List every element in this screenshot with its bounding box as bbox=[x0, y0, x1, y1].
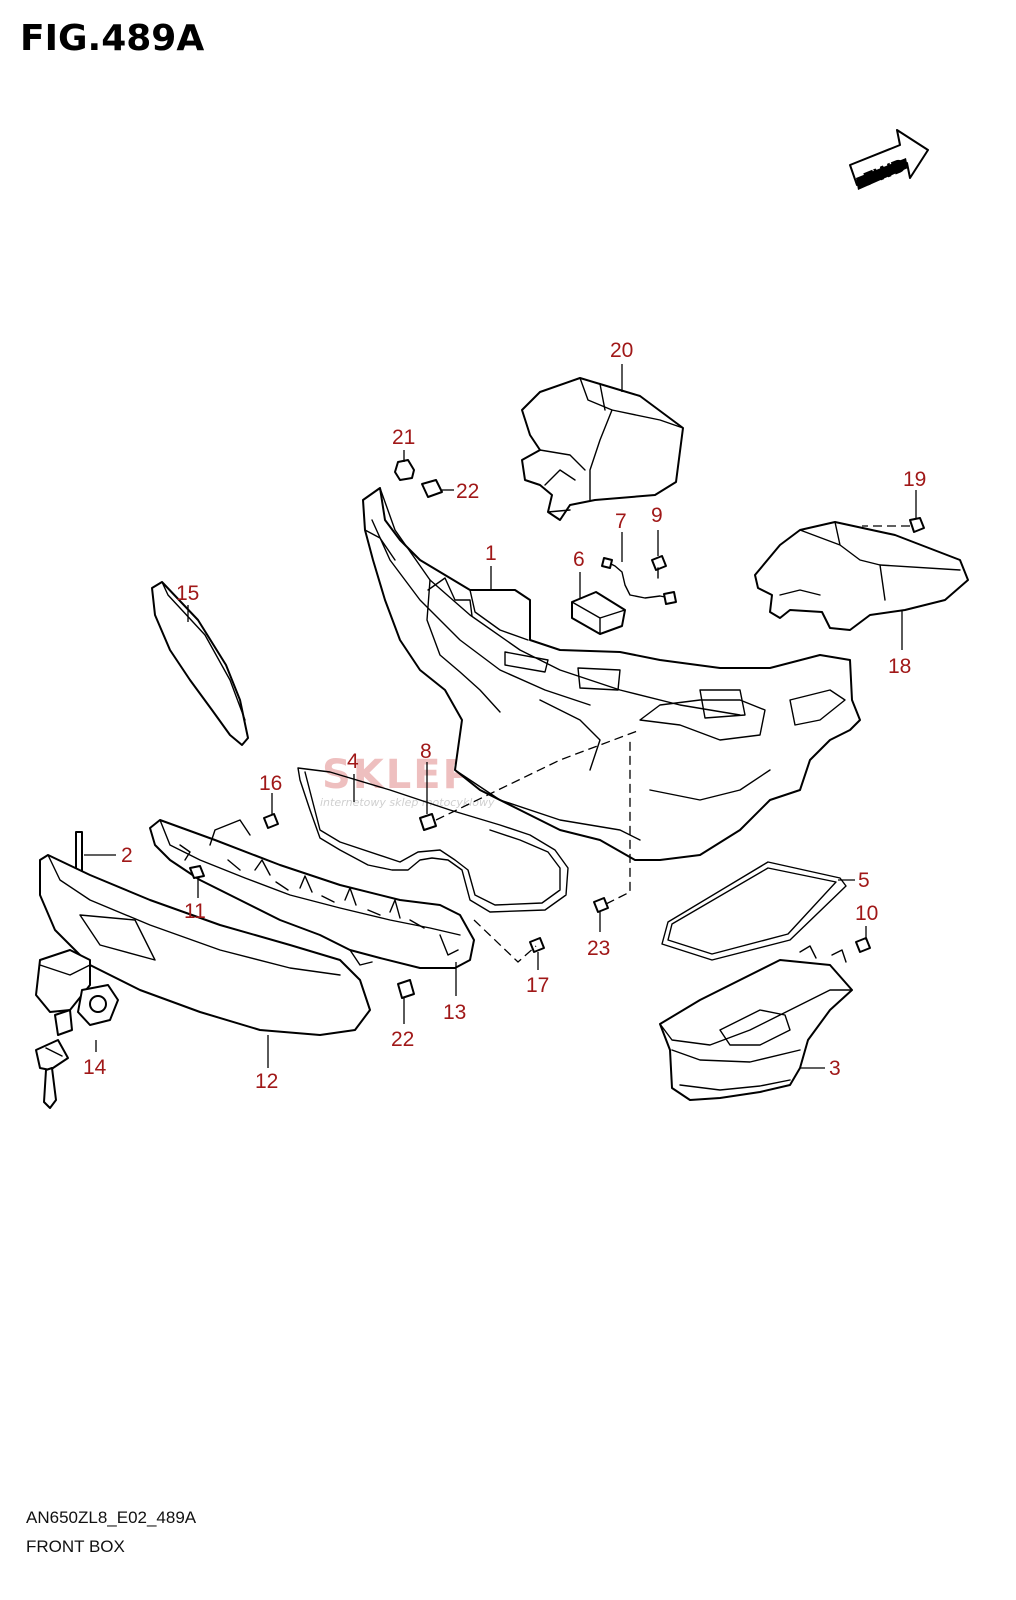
callout-23: 23 bbox=[587, 937, 610, 960]
figure-name: FRONT BOX bbox=[26, 1537, 125, 1556]
part-17-screw bbox=[473, 919, 545, 963]
callout-2: 2 bbox=[121, 844, 133, 867]
part-11-screw bbox=[189, 865, 205, 879]
callout-20: 20 bbox=[610, 339, 633, 362]
part-13-inner-panel bbox=[149, 819, 475, 969]
part-22-nut-upper bbox=[421, 479, 454, 498]
part-19-screw bbox=[862, 517, 925, 533]
leader-lines bbox=[84, 364, 917, 1069]
callout-3: 3 bbox=[829, 1057, 841, 1080]
callout-9: 9 bbox=[651, 504, 663, 527]
figure-title: FIG.489A bbox=[20, 18, 205, 59]
part-9-bolt bbox=[651, 555, 667, 579]
part-16-screw bbox=[263, 813, 279, 829]
callout-22-upper: 22 bbox=[456, 480, 479, 503]
callout-11: 11 bbox=[184, 900, 206, 923]
part-5-gasket bbox=[661, 861, 847, 961]
callout-17: 17 bbox=[526, 974, 549, 997]
fwd-arrow-icon: FWD bbox=[849, 129, 929, 191]
watermark-tagline: internetowy sklep motocyklowy bbox=[320, 796, 495, 809]
part-23-screw bbox=[593, 740, 631, 913]
part-22-nut-lower bbox=[397, 979, 415, 999]
callout-7: 7 bbox=[615, 510, 627, 533]
callout-13: 13 bbox=[443, 1001, 466, 1024]
callout-1: 1 bbox=[485, 542, 497, 565]
callout-12: 12 bbox=[255, 1070, 278, 1093]
callout-19: 19 bbox=[903, 468, 926, 491]
part-3-storage-tray bbox=[659, 945, 853, 1101]
figure-code: AN650ZL8_E02_489A bbox=[26, 1508, 197, 1527]
part-21-clip bbox=[394, 459, 415, 481]
part-15-side-cover bbox=[151, 581, 249, 746]
callout-16: 16 bbox=[259, 772, 282, 795]
part-18-inner-cover-right bbox=[754, 521, 969, 631]
callout-14: 14 bbox=[83, 1056, 107, 1079]
part-1-front-box-frame bbox=[362, 487, 861, 861]
callout-labels: 20 21 22 19 7 9 1 6 15 18 8 4 16 2 5 11 … bbox=[83, 339, 926, 1093]
callout-18: 18 bbox=[888, 655, 911, 678]
part-8-screw bbox=[419, 729, 641, 831]
callout-15: 15 bbox=[176, 582, 199, 605]
callout-5: 5 bbox=[858, 869, 870, 892]
part-20-inner-cover-upper bbox=[521, 377, 684, 521]
part-4-seal bbox=[297, 767, 569, 913]
callout-21: 21 bbox=[392, 426, 415, 449]
callout-6: 6 bbox=[573, 548, 585, 571]
part-10-screw bbox=[855, 937, 871, 953]
callout-10: 10 bbox=[855, 902, 878, 925]
callout-22-lower: 22 bbox=[391, 1028, 414, 1051]
callout-4: 4 bbox=[347, 750, 359, 773]
callout-8: 8 bbox=[420, 740, 432, 763]
part-6-block bbox=[571, 591, 626, 635]
part-7-wire bbox=[601, 557, 677, 605]
part-14-lock bbox=[35, 949, 119, 1109]
